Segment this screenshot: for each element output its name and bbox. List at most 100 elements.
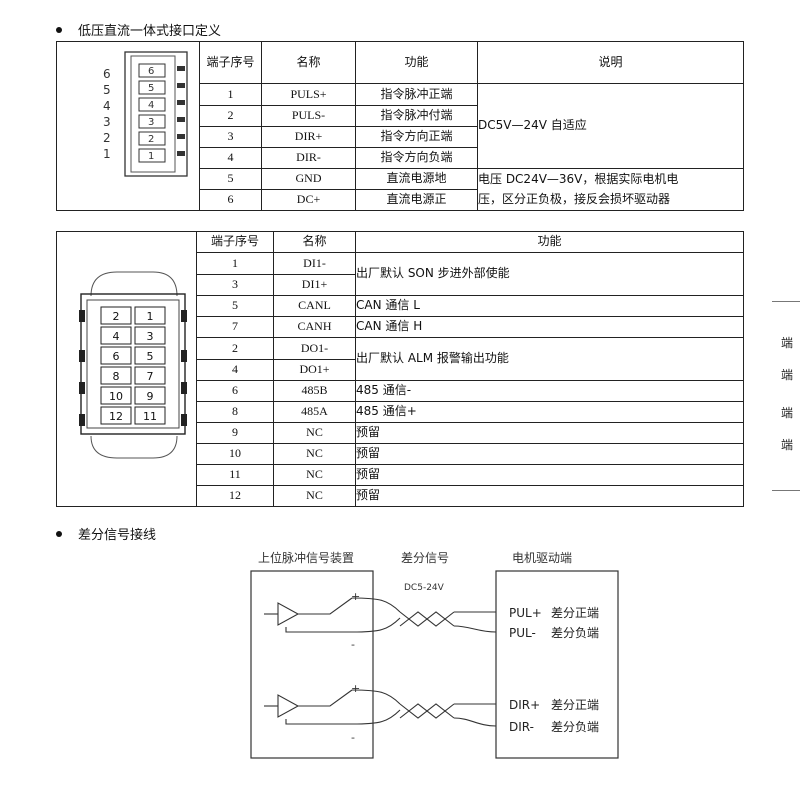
side-fragment: 端 (781, 368, 794, 382)
cell-function-son: 出厂默认 SON 步进外部使能 (355, 252, 744, 296)
cell-name: DI1- (273, 252, 356, 275)
header-name: 名称 (273, 231, 356, 253)
header-name: 名称 (261, 41, 356, 84)
pin-label: 6 (103, 67, 111, 81)
header-function: 功能 (355, 231, 744, 253)
cell-function: 指令方向负端 (355, 146, 478, 169)
side-divider (772, 301, 800, 302)
pul-minus-label: PUL- (509, 626, 536, 640)
cell-name: PULS- (261, 104, 356, 127)
header-note: 说明 (477, 41, 744, 84)
cell-pin: 3 (196, 274, 274, 296)
section-title: 差分信号接线 (78, 528, 157, 543)
cell-name: CANL (273, 295, 356, 317)
pin-label: 2 (148, 134, 154, 145)
cell-function: 预留 (355, 443, 744, 465)
pin-label: 3 (147, 330, 154, 343)
cell-function: 485 通信- (355, 380, 744, 402)
positive-end-label: 差分正端 (551, 606, 599, 620)
pin-label: 6 (113, 350, 120, 363)
cell-name: DO1+ (273, 359, 356, 381)
differential-wiring-diagram: 上位脉冲信号装置 差分信号 DC5-24V 电机驱动端 + - + - PUL+… (250, 550, 619, 759)
cell-name: NC (273, 464, 356, 486)
side-fragment: 端 (781, 406, 794, 420)
cell-function: 直流电源地 (355, 167, 478, 190)
header-pin: 端子序号 (196, 231, 274, 253)
cell-name: 485B (273, 380, 356, 402)
minus-sign: - (351, 638, 355, 651)
cell-function: 指令脉冲付端 (355, 104, 478, 127)
pin-label: 8 (113, 370, 120, 383)
side-fragment: 端 (781, 336, 794, 350)
side-divider (772, 490, 800, 491)
cell-function: 指令方向正端 (355, 125, 478, 148)
pin-label: 5 (147, 350, 154, 363)
note-power-line: 电压 DC24V—36V，根据实际电机电 (478, 171, 679, 186)
pul-plus-label: PUL+ (509, 606, 542, 620)
cell-function: 预留 (355, 485, 744, 507)
side-fragment: 端 (781, 438, 794, 452)
negative-end-label: 差分负端 (551, 626, 599, 640)
cell-function: 直流电源正 (355, 189, 478, 211)
pin-label: 9 (147, 390, 154, 403)
cell-name: DIR- (261, 146, 356, 169)
interface-table-1: 6 5 4 3 2 1 6 5 4 3 (56, 41, 744, 211)
cell-pin: 6 (199, 189, 262, 211)
cell-pin: 4 (199, 146, 262, 169)
cell-pin: 5 (196, 295, 274, 317)
cell-name: NC (273, 422, 356, 444)
header-pin: 端子序号 (199, 41, 262, 84)
cell-function: 预留 (355, 422, 744, 444)
section-heading-interface: 低压直流一体式接口定义 (56, 20, 221, 39)
pin-label: 3 (148, 117, 154, 128)
interface-table-2: 2 1 4 3 6 5 8 7 10 9 12 11 端子序号 名称 功能 1 … (56, 231, 744, 507)
cell-pin: 12 (196, 485, 274, 507)
cell-pin: 9 (196, 422, 274, 444)
cell-pin: 5 (199, 167, 262, 190)
pin-label: 6 (148, 66, 154, 77)
connector-12pin-icon: 2 1 4 3 6 5 8 7 10 9 12 11 (79, 271, 187, 459)
pin-label: 11 (143, 410, 157, 423)
cell-function-alm: 出厂默认 ALM 报警输出功能 (355, 337, 744, 381)
cell-pin: 6 (196, 380, 274, 402)
cell-pin: 7 (196, 316, 274, 338)
negative-end-label: 差分负端 (551, 720, 599, 734)
cell-function: CAN 通信 L (355, 295, 744, 317)
connector-6pin-icon: 6 5 4 3 2 1 6 5 4 3 (103, 51, 188, 177)
source-device-box (250, 570, 374, 759)
cell-name: DO1- (273, 337, 356, 360)
differential-signal-label: 差分信号 (401, 551, 449, 565)
cell-function: 指令脉冲正端 (355, 83, 478, 106)
pin-label: 12 (109, 410, 123, 423)
driver-label: 电机驱动端 (512, 551, 572, 565)
source-device-label: 上位脉冲信号装置 (258, 550, 354, 565)
pin-label: 1 (148, 151, 154, 162)
cell-pin: 1 (196, 252, 274, 275)
pin-label: 4 (103, 99, 111, 113)
cell-note-signal: DC5V—24V 自适应 (477, 83, 744, 169)
header-function: 功能 (355, 41, 478, 84)
connector-12pin-image: 2 1 4 3 6 5 8 7 10 9 12 11 (56, 231, 197, 507)
channel-pul (264, 597, 497, 633)
cell-function: 预留 (355, 464, 744, 486)
cell-name: NC (273, 443, 356, 465)
cell-name: DC+ (261, 189, 356, 211)
cell-pin: 1 (199, 83, 262, 106)
pin-label: 1 (147, 310, 154, 323)
bullet-icon (56, 26, 62, 33)
connector-6pin-image: 6 5 4 3 2 1 6 5 4 3 (56, 41, 200, 211)
pin-label: 3 (103, 115, 111, 129)
cell-name: PULS+ (261, 83, 356, 106)
cell-pin: 3 (199, 125, 262, 148)
cell-note-power: 电压 DC24V—36V，根据实际电机电 压，区分正负极，接反会损坏驱动器 (477, 167, 744, 211)
cell-pin: 8 (196, 401, 274, 423)
pin-label: 5 (103, 83, 111, 97)
pin-label: 4 (113, 330, 120, 343)
cell-name: GND (261, 167, 356, 190)
cell-function: CAN 通信 H (355, 316, 744, 338)
cell-function: 485 通信+ (355, 401, 744, 423)
driver-box (495, 570, 619, 759)
pin-label: 7 (147, 370, 154, 383)
cell-name: NC (273, 485, 356, 507)
note-power-line: 压，区分正负极，接反会损坏驱动器 (478, 192, 671, 207)
